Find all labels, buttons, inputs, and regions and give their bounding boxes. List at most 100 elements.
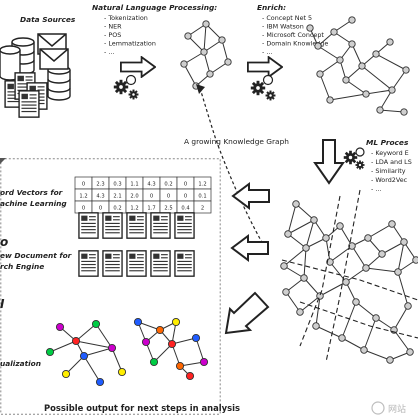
flow-arrow-down-icon (313, 139, 345, 185)
document-icon (78, 250, 99, 277)
graph-node (200, 48, 208, 56)
graph-edge (381, 241, 405, 255)
graph-edge (361, 65, 393, 91)
graph-node (404, 302, 412, 310)
nlp-item: - NER (104, 23, 122, 31)
graph-node (133, 317, 143, 327)
graph-node (312, 322, 320, 330)
nlp-item: - Lemmatization (104, 40, 156, 48)
graph-edge (287, 219, 315, 235)
nlp-title: Natural Language Processing: (92, 3, 217, 12)
graph-edge (329, 245, 353, 263)
graph-edge (317, 45, 341, 61)
data-sources-stage: Data Sources (0, 15, 76, 118)
graph-node (302, 244, 310, 252)
document-icon (18, 90, 40, 118)
ml-item: - Similarity (371, 167, 406, 175)
graph-node (316, 292, 324, 300)
graph-node (364, 234, 372, 242)
graph-edge (205, 23, 223, 41)
graph-node (171, 317, 181, 327)
graph-node (372, 50, 380, 58)
graph-node (175, 361, 185, 371)
nlp-item: - POS (104, 31, 121, 39)
graph-node (326, 96, 334, 104)
ml-title: ML Proces (366, 138, 409, 147)
graph-edge (397, 271, 409, 307)
matrix-value: 2 (201, 205, 204, 211)
graph-edge (303, 277, 321, 297)
graph-node (45, 347, 55, 357)
colored-graph-visualization (133, 317, 209, 381)
graph-node (206, 70, 214, 78)
graph-edge (285, 291, 301, 313)
graph-node (180, 60, 188, 68)
gear-icon (355, 160, 365, 170)
matrix-cell (193, 200, 212, 214)
ml-stage: ML Proces - Keyword E - LDA and LS - Sim… (343, 138, 412, 193)
knowledge-node-icon (125, 74, 137, 86)
graph-node (348, 16, 356, 24)
enrich-stage: Enrich: - Concept Net 5 - IBM Watson - M… (250, 3, 328, 101)
outputs-footer: Possible output for next steps in analys… (44, 403, 240, 413)
large-knowledge-graph (280, 200, 418, 364)
flow-arrow-right-icon (247, 56, 283, 78)
graph-node (224, 58, 232, 66)
nlp-item: - Tokenization (104, 14, 148, 22)
watermark-text: 网站 (388, 403, 406, 415)
graph-node (95, 377, 105, 387)
nlp-stage: Natural Language Processing: - Tokenizat… (92, 3, 217, 100)
graph-node (55, 322, 65, 332)
document-icon (102, 250, 123, 277)
graph-edge (111, 347, 123, 373)
graph-edge (355, 301, 377, 319)
graph-node (360, 346, 368, 354)
database-icon (47, 65, 71, 101)
corner-mark-icon (0, 158, 6, 164)
graph-node (71, 336, 81, 346)
graph-node (218, 36, 226, 44)
enrich-item: - Domain Knowledge (262, 40, 328, 48)
data-sources-title: Data Sources (20, 15, 76, 24)
graph-edge (367, 223, 393, 239)
matrix-value: 0.4 (181, 205, 190, 211)
graph-node (388, 220, 396, 228)
visualization-glyph-icon: I (0, 297, 5, 311)
graph-edge (95, 323, 113, 349)
graph-node (282, 288, 290, 296)
graph-edge (341, 337, 365, 351)
graph-node (386, 38, 394, 46)
graph-node (155, 325, 165, 335)
graph-node (61, 369, 71, 379)
graph-node (372, 314, 380, 322)
graph-edge (203, 23, 207, 53)
matrix-value: 0.2 (113, 205, 121, 211)
graph-edge (341, 301, 357, 339)
graph-node (191, 333, 201, 343)
graph-node (149, 357, 159, 367)
graph-node (386, 356, 394, 364)
matrix-value: 1.2 (198, 181, 206, 187)
graph-node (296, 308, 304, 316)
graph-edge (339, 225, 353, 247)
graph-edge (83, 355, 101, 383)
ml-item: - LDA and LS (371, 158, 412, 166)
graph-node (338, 334, 346, 342)
ml-item: - Word2Vec (371, 176, 408, 184)
graph-node (300, 274, 308, 282)
matrix-value: 0 (184, 181, 187, 187)
graph-edge (285, 277, 305, 293)
graph-edge (325, 237, 331, 263)
small-knowledge-graph (180, 20, 232, 90)
matrix-value: 0.3 (113, 181, 121, 187)
graph-edge (183, 63, 197, 87)
graph-edge (397, 241, 405, 273)
flow-arrow-left-icon (231, 182, 270, 210)
graph-edge (305, 219, 315, 249)
graph-edge (49, 340, 77, 353)
graph-edge (391, 69, 407, 91)
nlp-item: - ... (104, 48, 114, 56)
